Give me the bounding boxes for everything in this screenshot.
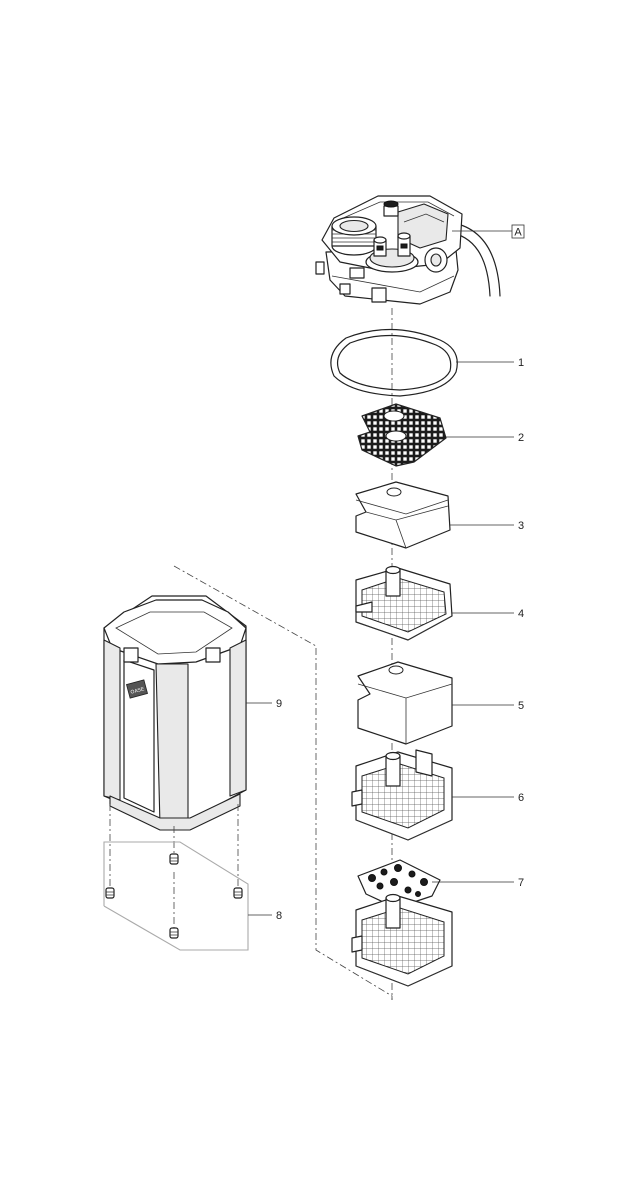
callout-9: 9 <box>276 698 282 710</box>
filter-basket-base <box>351 893 453 987</box>
foot-3 <box>233 887 243 899</box>
callout-1: 1 <box>518 357 524 369</box>
canister-housing: OASE <box>103 595 247 831</box>
callout-5: 5 <box>518 700 524 712</box>
perforated-plate <box>357 403 447 467</box>
sealing-ring <box>330 328 458 397</box>
callout-3: 3 <box>518 520 524 532</box>
callout-2: 2 <box>518 432 524 444</box>
callout-a: A <box>514 227 522 239</box>
feet-bracket <box>103 841 249 951</box>
canister-alignment-line <box>173 565 393 1000</box>
foot-2 <box>169 853 179 865</box>
foot-1 <box>105 887 115 899</box>
filter-basket-deep <box>351 749 453 841</box>
foam-block-thick <box>357 661 453 745</box>
foot-4 <box>169 927 179 939</box>
callout-6: 6 <box>518 792 524 804</box>
pump-head <box>315 195 501 305</box>
filter-basket-shallow <box>355 565 453 641</box>
callout-4: 4 <box>518 608 524 620</box>
foam-block-thin <box>355 481 451 549</box>
filter-media-bag <box>357 859 441 909</box>
callout-7: 7 <box>518 877 524 889</box>
canister-logo: OASE <box>130 686 146 696</box>
canister-feet <box>103 804 249 951</box>
callout-8: 8 <box>276 910 282 922</box>
callout-a-box <box>511 224 525 239</box>
